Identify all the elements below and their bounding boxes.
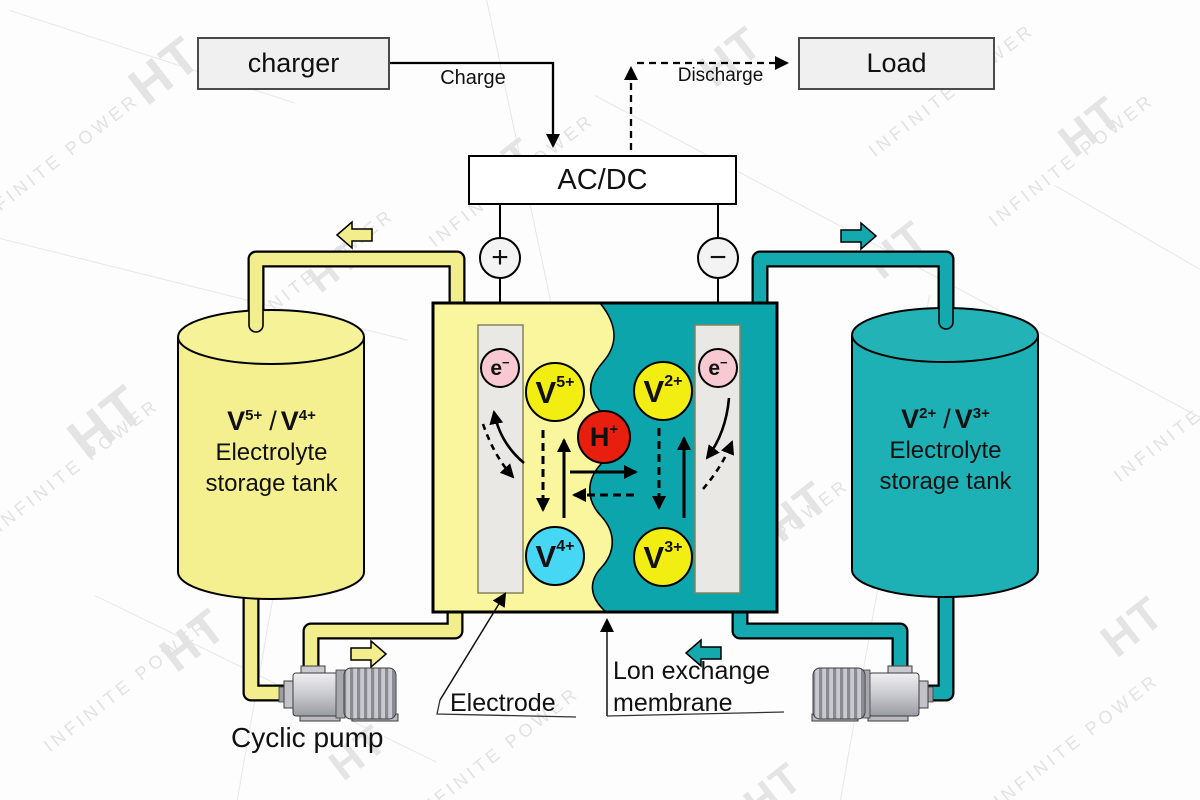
arrow-electron-right-down <box>705 397 731 460</box>
pipe-top-right <box>753 252 953 336</box>
tank-right-inlet-stub <box>938 302 954 330</box>
pump-right-housing <box>868 672 920 717</box>
flow-arrow-bottom-left <box>350 639 388 669</box>
tank-left <box>177 305 365 600</box>
tank-left-inlet-stub <box>248 305 264 333</box>
terminal-leads <box>499 205 719 302</box>
flow-arrow-bottom-right <box>684 638 722 668</box>
electrode-left <box>477 324 524 594</box>
flow-arrow-top-left <box>335 220 373 250</box>
pipe-bottom-right-cell <box>733 606 907 672</box>
arrow-electron-left-up <box>489 410 525 464</box>
flow-arrow-top-right <box>840 221 878 251</box>
membrane-label-line <box>606 711 785 717</box>
pipe-bottom-left-cell <box>304 606 462 672</box>
positive-terminal-circle <box>479 237 521 279</box>
electrode-pointer-arrow <box>439 592 507 701</box>
arrow-electron-left-down-dashed <box>481 423 515 479</box>
electrode-label-line <box>436 699 577 718</box>
pump-left-motor <box>343 667 397 720</box>
arrow-electron-right-up-dashed <box>702 440 735 490</box>
charge-arrow <box>390 61 560 148</box>
negative-terminal-circle <box>697 237 739 279</box>
pipe-bottom-right-cell-outline <box>731 606 909 672</box>
pipe-bottom-left-cell-outline <box>302 606 464 672</box>
tank-right <box>851 302 1039 598</box>
electrode-right <box>694 324 741 594</box>
pump-left-housing <box>292 672 344 717</box>
pump-left <box>278 665 399 722</box>
cell-arrows <box>481 397 735 518</box>
pump-right-motor <box>812 667 866 720</box>
tank-left-top <box>177 309 365 365</box>
pipe-top-left <box>249 252 464 336</box>
pump-right <box>811 665 934 722</box>
cell-border <box>431 301 779 614</box>
pipes <box>242 250 955 702</box>
